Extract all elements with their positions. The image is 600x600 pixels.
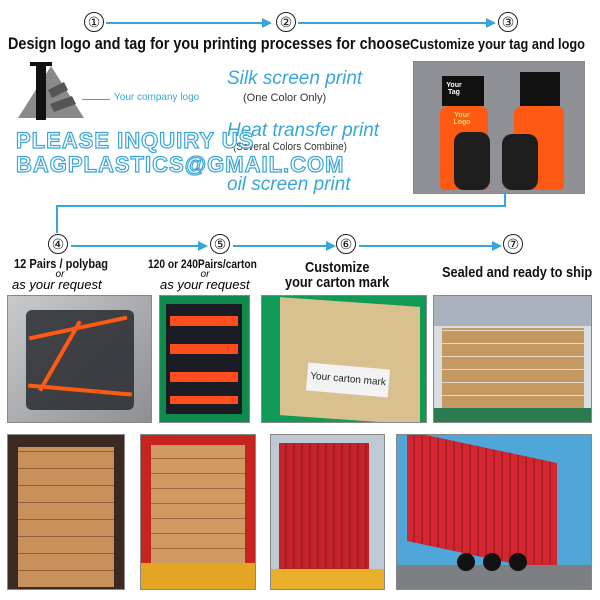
print-option-oil: oil screen print bbox=[227, 174, 351, 195]
step-6-number: ⑥ bbox=[336, 234, 356, 254]
step-3-number: ③ bbox=[498, 12, 518, 32]
step-7-number: ⑦ bbox=[503, 234, 523, 254]
step-1-number: ① bbox=[84, 12, 104, 32]
step-3-label: Customize your tag and logo bbox=[410, 36, 585, 53]
step-4-sub: as your request bbox=[12, 277, 102, 292]
step-2-label: printing processes for choose bbox=[203, 34, 411, 53]
print-option-silk: Silk screen print bbox=[227, 68, 363, 89]
container-loading-photo-2 bbox=[140, 434, 256, 590]
step-6-label: Customize bbox=[305, 259, 370, 276]
step-7-label: Sealed and ready to ship bbox=[442, 264, 593, 281]
connector-line bbox=[71, 245, 201, 247]
sealed-container-photo bbox=[270, 434, 385, 590]
print-option-silk-note: (One Color Only) bbox=[243, 92, 327, 104]
custom-gloves-photo: Your Tag Your Logo bbox=[413, 61, 585, 194]
connector-line bbox=[504, 192, 506, 206]
glove-tag-text: Your Tag bbox=[446, 82, 462, 96]
connector-line bbox=[298, 22, 488, 24]
arrow-icon bbox=[486, 18, 496, 28]
arrow-icon bbox=[326, 241, 336, 251]
watermark-line-2: BAGPLASTICS@GMAIL.COM bbox=[15, 151, 345, 177]
step-5-or: or bbox=[200, 269, 210, 280]
arrow-icon bbox=[198, 241, 208, 251]
connector-line bbox=[56, 205, 506, 207]
print-option-heat-note: (Several Colors Combine) bbox=[233, 141, 347, 153]
logo-caption: Your company logo bbox=[114, 92, 200, 103]
polybag-photo bbox=[7, 295, 152, 423]
glove-logo-text: Your Logo bbox=[453, 112, 471, 126]
step-1-label: Design logo and tag for you bbox=[8, 34, 200, 53]
print-option-heat: Heat transfer print bbox=[227, 120, 380, 141]
step-4-or: or bbox=[55, 269, 65, 280]
carton-mark-photo: Your carton mark bbox=[261, 295, 427, 423]
connector-line bbox=[106, 22, 266, 24]
arrow-icon bbox=[492, 241, 502, 251]
connector-line bbox=[359, 245, 495, 247]
warehouse-photo bbox=[433, 295, 592, 423]
watermark-line-1: PLEASE INQUIRY US bbox=[15, 127, 255, 153]
step-5-number: ⑤ bbox=[210, 234, 230, 254]
step-4-label: 12 Pairs / polybag bbox=[14, 256, 108, 271]
step-4-number: ④ bbox=[48, 234, 68, 254]
company-logo-icon bbox=[18, 62, 84, 120]
container-truck-photo bbox=[396, 434, 592, 590]
arrow-icon bbox=[262, 18, 272, 28]
carton-packing-photo bbox=[159, 295, 250, 423]
step-5-label: 120 or 240Pairs/carton bbox=[148, 257, 257, 271]
step-5-sub: as your request bbox=[160, 277, 250, 292]
step-2-number: ② bbox=[276, 12, 296, 32]
container-loading-photo-1 bbox=[7, 434, 125, 590]
step-6-label-2: your carton mark bbox=[285, 274, 390, 291]
logo-pointer-line bbox=[82, 99, 110, 100]
connector-line bbox=[233, 245, 329, 247]
connector-line bbox=[56, 205, 58, 233]
